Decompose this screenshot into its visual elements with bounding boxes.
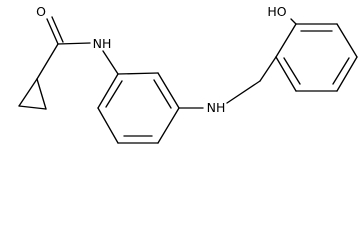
aromatic-inner-bond <box>283 57 301 85</box>
bond <box>157 107 180 144</box>
amine-linker <box>178 56 277 109</box>
bond <box>290 18 297 25</box>
bond <box>102 50 119 75</box>
bond <box>18 105 47 110</box>
bond <box>18 78 38 107</box>
bond <box>36 43 59 80</box>
bond <box>336 56 358 92</box>
amine-nh-label: NH <box>207 100 226 115</box>
bond <box>275 56 297 92</box>
bond <box>259 56 277 82</box>
carbonyl-oxygen-label: O <box>36 4 46 19</box>
hydroxyl-label: HO <box>267 4 286 19</box>
bond <box>157 72 180 109</box>
central-benzene-ring <box>97 72 180 144</box>
aromatic-inner-bond <box>105 80 123 108</box>
double-bond <box>46 18 59 45</box>
bond <box>97 107 119 144</box>
aromatic-inner-bond <box>332 57 350 85</box>
chemical-structure-diagram: O NH NH HO <box>18 4 358 144</box>
structure-canvas: O NH NH HO <box>18 4 358 144</box>
amide-group <box>36 16 119 80</box>
bond <box>275 23 297 58</box>
bond <box>117 72 159 75</box>
bond <box>97 73 119 109</box>
amide-nh-label: NH <box>93 36 112 51</box>
bond <box>36 78 47 110</box>
bond <box>336 23 358 58</box>
cyclopropane-ring <box>18 78 47 110</box>
aromatic-inner-bond <box>153 79 172 109</box>
phenol-ring <box>275 18 358 92</box>
bond <box>226 80 261 104</box>
double-bond <box>51 16 64 43</box>
bond <box>57 42 91 45</box>
